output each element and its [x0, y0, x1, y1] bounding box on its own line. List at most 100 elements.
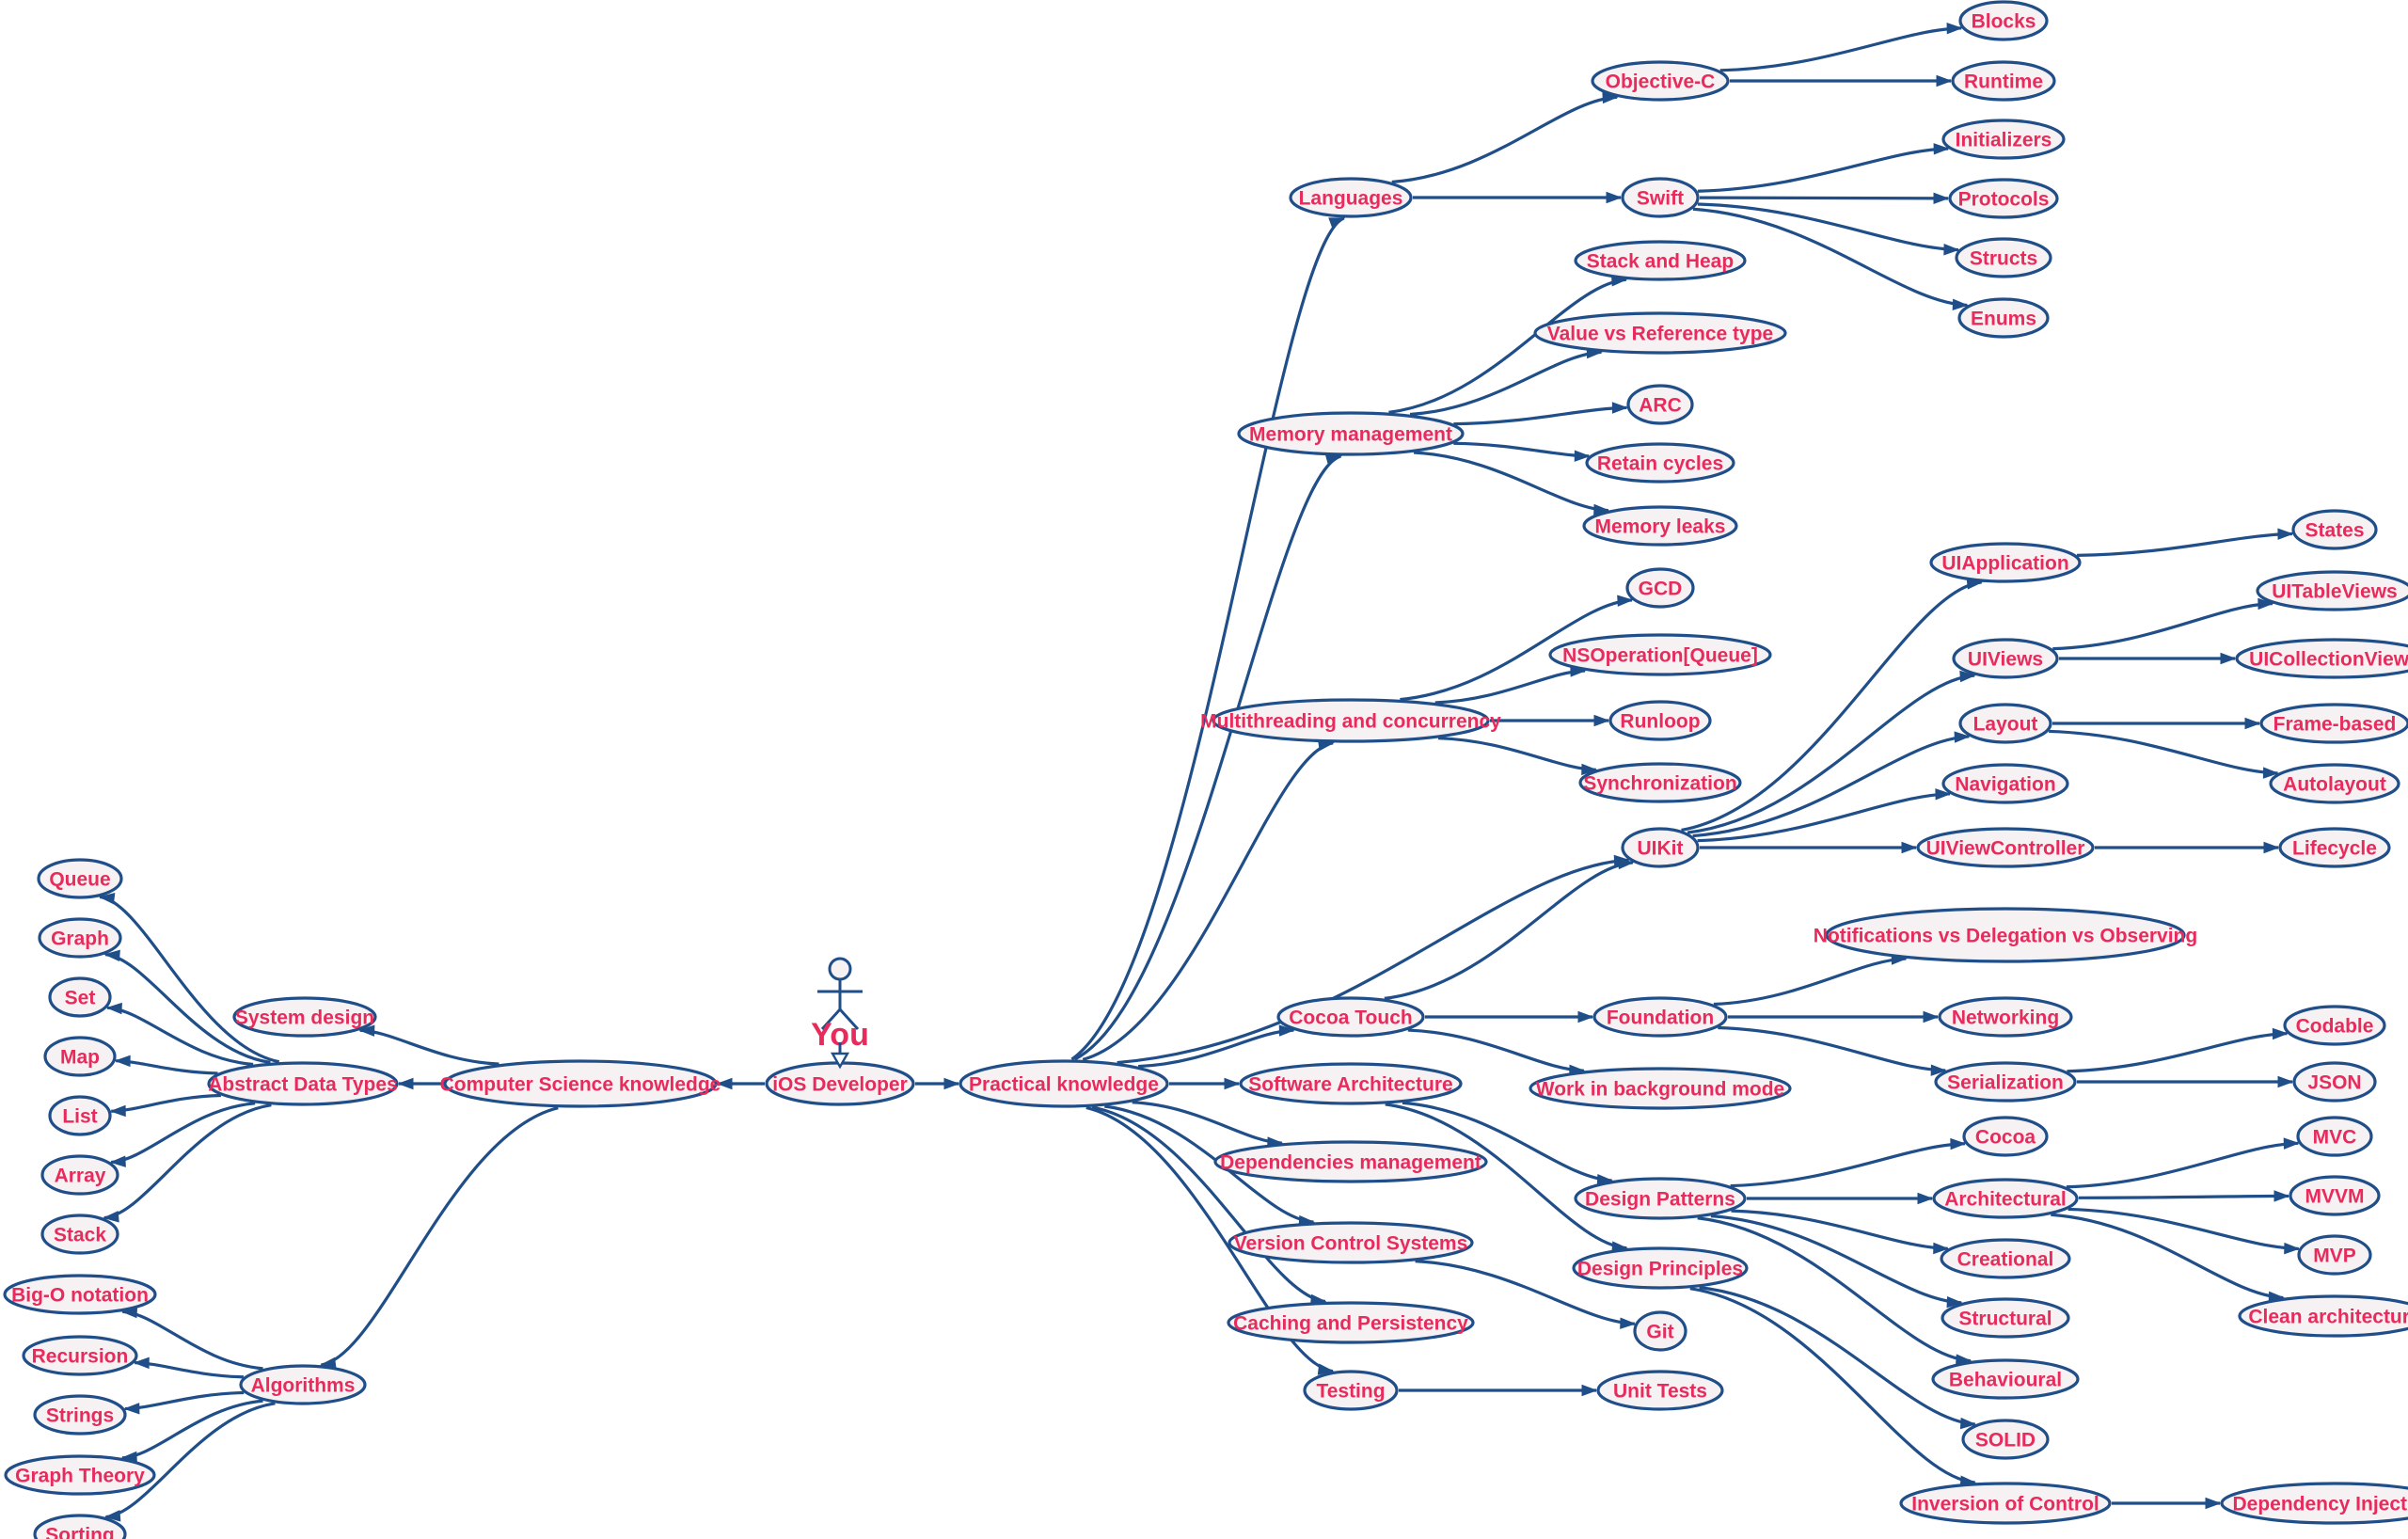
node-shape-json[interactable]: [2292, 1061, 2377, 1103]
node-shape-networking[interactable]: [1938, 996, 2073, 1038]
node-memleaks[interactable]: Memory leaks: [1582, 505, 1738, 547]
node-runloop[interactable]: Runloop: [1608, 700, 1712, 741]
node-uitableviews[interactable]: UITableViews: [2256, 570, 2408, 611]
node-shape-vcs[interactable]: [1228, 1221, 1474, 1264]
node-shape-strings[interactable]: [33, 1394, 127, 1436]
node-shape-uikit[interactable]: [1621, 827, 1700, 868]
node-testing[interactable]: Testing: [1303, 1370, 1399, 1411]
node-shape-uiapplication[interactable]: [1929, 542, 2082, 583]
node-shape-navigation[interactable]: [1941, 763, 2069, 804]
node-shape-workbackground[interactable]: [1529, 1067, 1792, 1110]
node-shape-memleaks[interactable]: [1582, 505, 1738, 547]
node-shape-blocks[interactable]: [1958, 0, 2049, 41]
node-cs[interactable]: Computer Science knowledge: [440, 1059, 721, 1108]
node-shape-depsmgmt[interactable]: [1213, 1140, 1488, 1183]
node-shape-stackheap[interactable]: [1574, 240, 1747, 281]
node-shape-adt[interactable]: [207, 1061, 399, 1106]
node-shape-cleanarch[interactable]: [2238, 1294, 2408, 1338]
node-uicollectionviews[interactable]: UICollectionViews: [2235, 638, 2408, 679]
node-enums[interactable]: Enums: [1957, 297, 2050, 339]
node-shape-mvp[interactable]: [2297, 1234, 2372, 1276]
node-notifications[interactable]: Notifications vs Delegation vs Observing: [1814, 907, 2197, 963]
node-shape-unittests[interactable]: [1596, 1370, 1724, 1411]
node-shape-gcd[interactable]: [1625, 567, 1695, 609]
node-architectural[interactable]: Architectural: [1932, 1178, 2079, 1219]
node-shape-uitableviews[interactable]: [2256, 570, 2408, 611]
node-shape-cocoa[interactable]: [1962, 1116, 2049, 1157]
node-shape-uiviewcontroller[interactable]: [1916, 827, 2095, 868]
node-shape-creational[interactable]: [1940, 1238, 2071, 1279]
node-shape-lifecycle[interactable]: [2278, 827, 2391, 868]
node-shape-mvc[interactable]: [2296, 1116, 2373, 1157]
node-serialization[interactable]: Serialization: [1934, 1061, 2077, 1103]
node-shape-set[interactable]: [48, 976, 112, 1018]
node-shape-behavioural[interactable]: [1931, 1358, 2080, 1400]
node-caching[interactable]: Caching and Persistency: [1227, 1301, 1475, 1344]
node-uikit[interactable]: UIKit: [1621, 827, 1700, 868]
node-framebased[interactable]: Frame-based: [2259, 703, 2408, 744]
node-valueref[interactable]: Value vs Reference type: [1533, 311, 1787, 355]
node-shape-cocoatouch[interactable]: [1276, 996, 1425, 1038]
node-git[interactable]: Git: [1633, 1310, 1687, 1352]
node-shape-framebased[interactable]: [2259, 703, 2408, 744]
node-designpatterns[interactable]: Design Patterns: [1574, 1177, 1747, 1220]
node-shape-synchronization[interactable]: [1578, 762, 1742, 803]
node-shape-sorting[interactable]: [33, 1514, 127, 1539]
node-shape-designprinciples[interactable]: [1572, 1246, 1749, 1290]
node-ioc[interactable]: Inversion of Control: [1899, 1482, 2112, 1525]
node-shape-memory[interactable]: [1237, 411, 1465, 456]
node-structural[interactable]: Structural: [1941, 1297, 2070, 1339]
node-shape-nsoperation[interactable]: [1548, 633, 1772, 676]
node-foundation[interactable]: Foundation: [1592, 996, 1728, 1038]
node-shape-solid[interactable]: [1961, 1419, 2050, 1460]
node-runtime[interactable]: Runtime: [1951, 60, 2056, 102]
node-lifecycle[interactable]: Lifecycle: [2278, 827, 2391, 868]
node-swift[interactable]: Swift: [1621, 177, 1700, 218]
node-cleanarch[interactable]: Clean architecture: [2238, 1294, 2408, 1338]
node-shape-stack[interactable]: [40, 1214, 119, 1255]
node-blocks[interactable]: Blocks: [1958, 0, 2049, 41]
node-shape-initializers[interactable]: [1941, 119, 2066, 160]
node-shape-swarch[interactable]: [1239, 1062, 1463, 1105]
node-structs[interactable]: Structs: [1955, 237, 2052, 278]
node-adt[interactable]: Abstract Data Types: [207, 1061, 399, 1106]
node-mvc[interactable]: MVC: [2296, 1116, 2373, 1157]
node-objc[interactable]: Objective-C: [1591, 60, 1730, 102]
node-shape-testing[interactable]: [1303, 1370, 1399, 1411]
node-depsmgmt[interactable]: Dependencies management: [1213, 1140, 1488, 1183]
node-shape-sysdesign[interactable]: [232, 996, 377, 1038]
node-designprinciples[interactable]: Design Principles: [1572, 1246, 1749, 1290]
node-shape-foundation[interactable]: [1592, 996, 1728, 1038]
node-synchronization[interactable]: Synchronization: [1578, 762, 1742, 803]
node-algorithms[interactable]: Algorithms: [239, 1364, 367, 1405]
node-networking[interactable]: Networking: [1938, 996, 2073, 1038]
node-shape-caching[interactable]: [1227, 1301, 1475, 1344]
node-map[interactable]: Map: [43, 1036, 117, 1077]
node-shape-retaincycles[interactable]: [1585, 442, 1735, 484]
node-shape-languages[interactable]: [1289, 177, 1413, 218]
node-nsoperation[interactable]: NSOperation[Queue]: [1548, 633, 1772, 676]
node-shape-algorithms[interactable]: [239, 1364, 367, 1405]
node-memory[interactable]: Memory management: [1237, 411, 1465, 456]
node-stack[interactable]: Stack: [40, 1214, 119, 1255]
node-sysdesign[interactable]: System design: [232, 996, 377, 1038]
node-autolayout[interactable]: Autolayout: [2269, 763, 2400, 804]
node-layout[interactable]: Layout: [1958, 703, 2052, 744]
node-shape-designpatterns[interactable]: [1574, 1177, 1747, 1220]
node-cocoa[interactable]: Cocoa: [1962, 1116, 2049, 1157]
node-strings[interactable]: Strings: [33, 1394, 127, 1436]
node-array[interactable]: Array: [40, 1154, 119, 1196]
node-behavioural[interactable]: Behavioural: [1931, 1358, 2080, 1400]
node-unittests[interactable]: Unit Tests: [1596, 1370, 1724, 1411]
node-practical[interactable]: Practical knowledge: [958, 1059, 1169, 1108]
node-shape-recursion[interactable]: [22, 1335, 138, 1376]
node-shape-swift[interactable]: [1621, 177, 1700, 218]
node-shape-arc[interactable]: [1626, 384, 1694, 425]
node-retaincycles[interactable]: Retain cycles: [1585, 442, 1735, 484]
node-shape-objc[interactable]: [1591, 60, 1730, 102]
node-shape-autolayout[interactable]: [2269, 763, 2400, 804]
node-shape-bigo[interactable]: [3, 1274, 157, 1315]
node-shape-layout[interactable]: [1958, 703, 2052, 744]
node-shape-queue[interactable]: [37, 858, 123, 899]
node-shape-serialization[interactable]: [1934, 1061, 2077, 1103]
